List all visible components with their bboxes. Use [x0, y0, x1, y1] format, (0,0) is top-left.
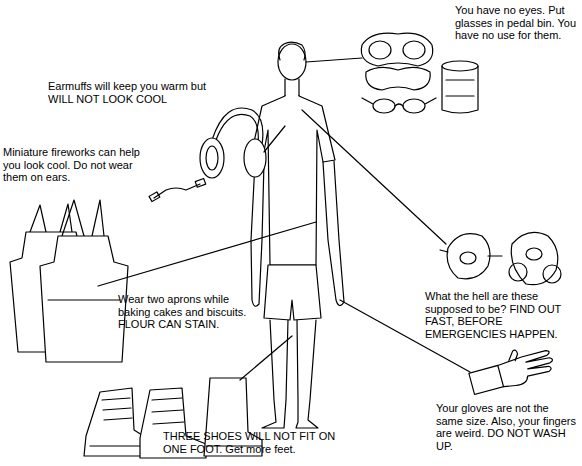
- gloves-note: Your gloves are not the same size. Also,…: [436, 402, 578, 453]
- respirator-note: What the hell are these supposed to be? …: [425, 290, 577, 341]
- aprons: [10, 200, 128, 362]
- person-figure: [250, 42, 344, 428]
- glasses-note: You have no eyes. Put glasses in pedal b…: [455, 4, 577, 42]
- respirator-masks: [440, 232, 561, 284]
- glove: [466, 341, 556, 397]
- shoes-note: THREE SHOES WILL NOT FIT ON ONE FOOT. Ge…: [163, 430, 341, 455]
- ear-protection: [149, 108, 266, 202]
- earmuffs-note: Earmuffs will keep you warm but WILL NOT…: [48, 80, 224, 105]
- eye-protection: [361, 33, 478, 113]
- leader-lines: [98, 58, 470, 380]
- fireworks-note: Miniature fireworks can help you look co…: [3, 146, 153, 184]
- aprons-note: Wear two aprons while baking cakes and b…: [118, 293, 258, 331]
